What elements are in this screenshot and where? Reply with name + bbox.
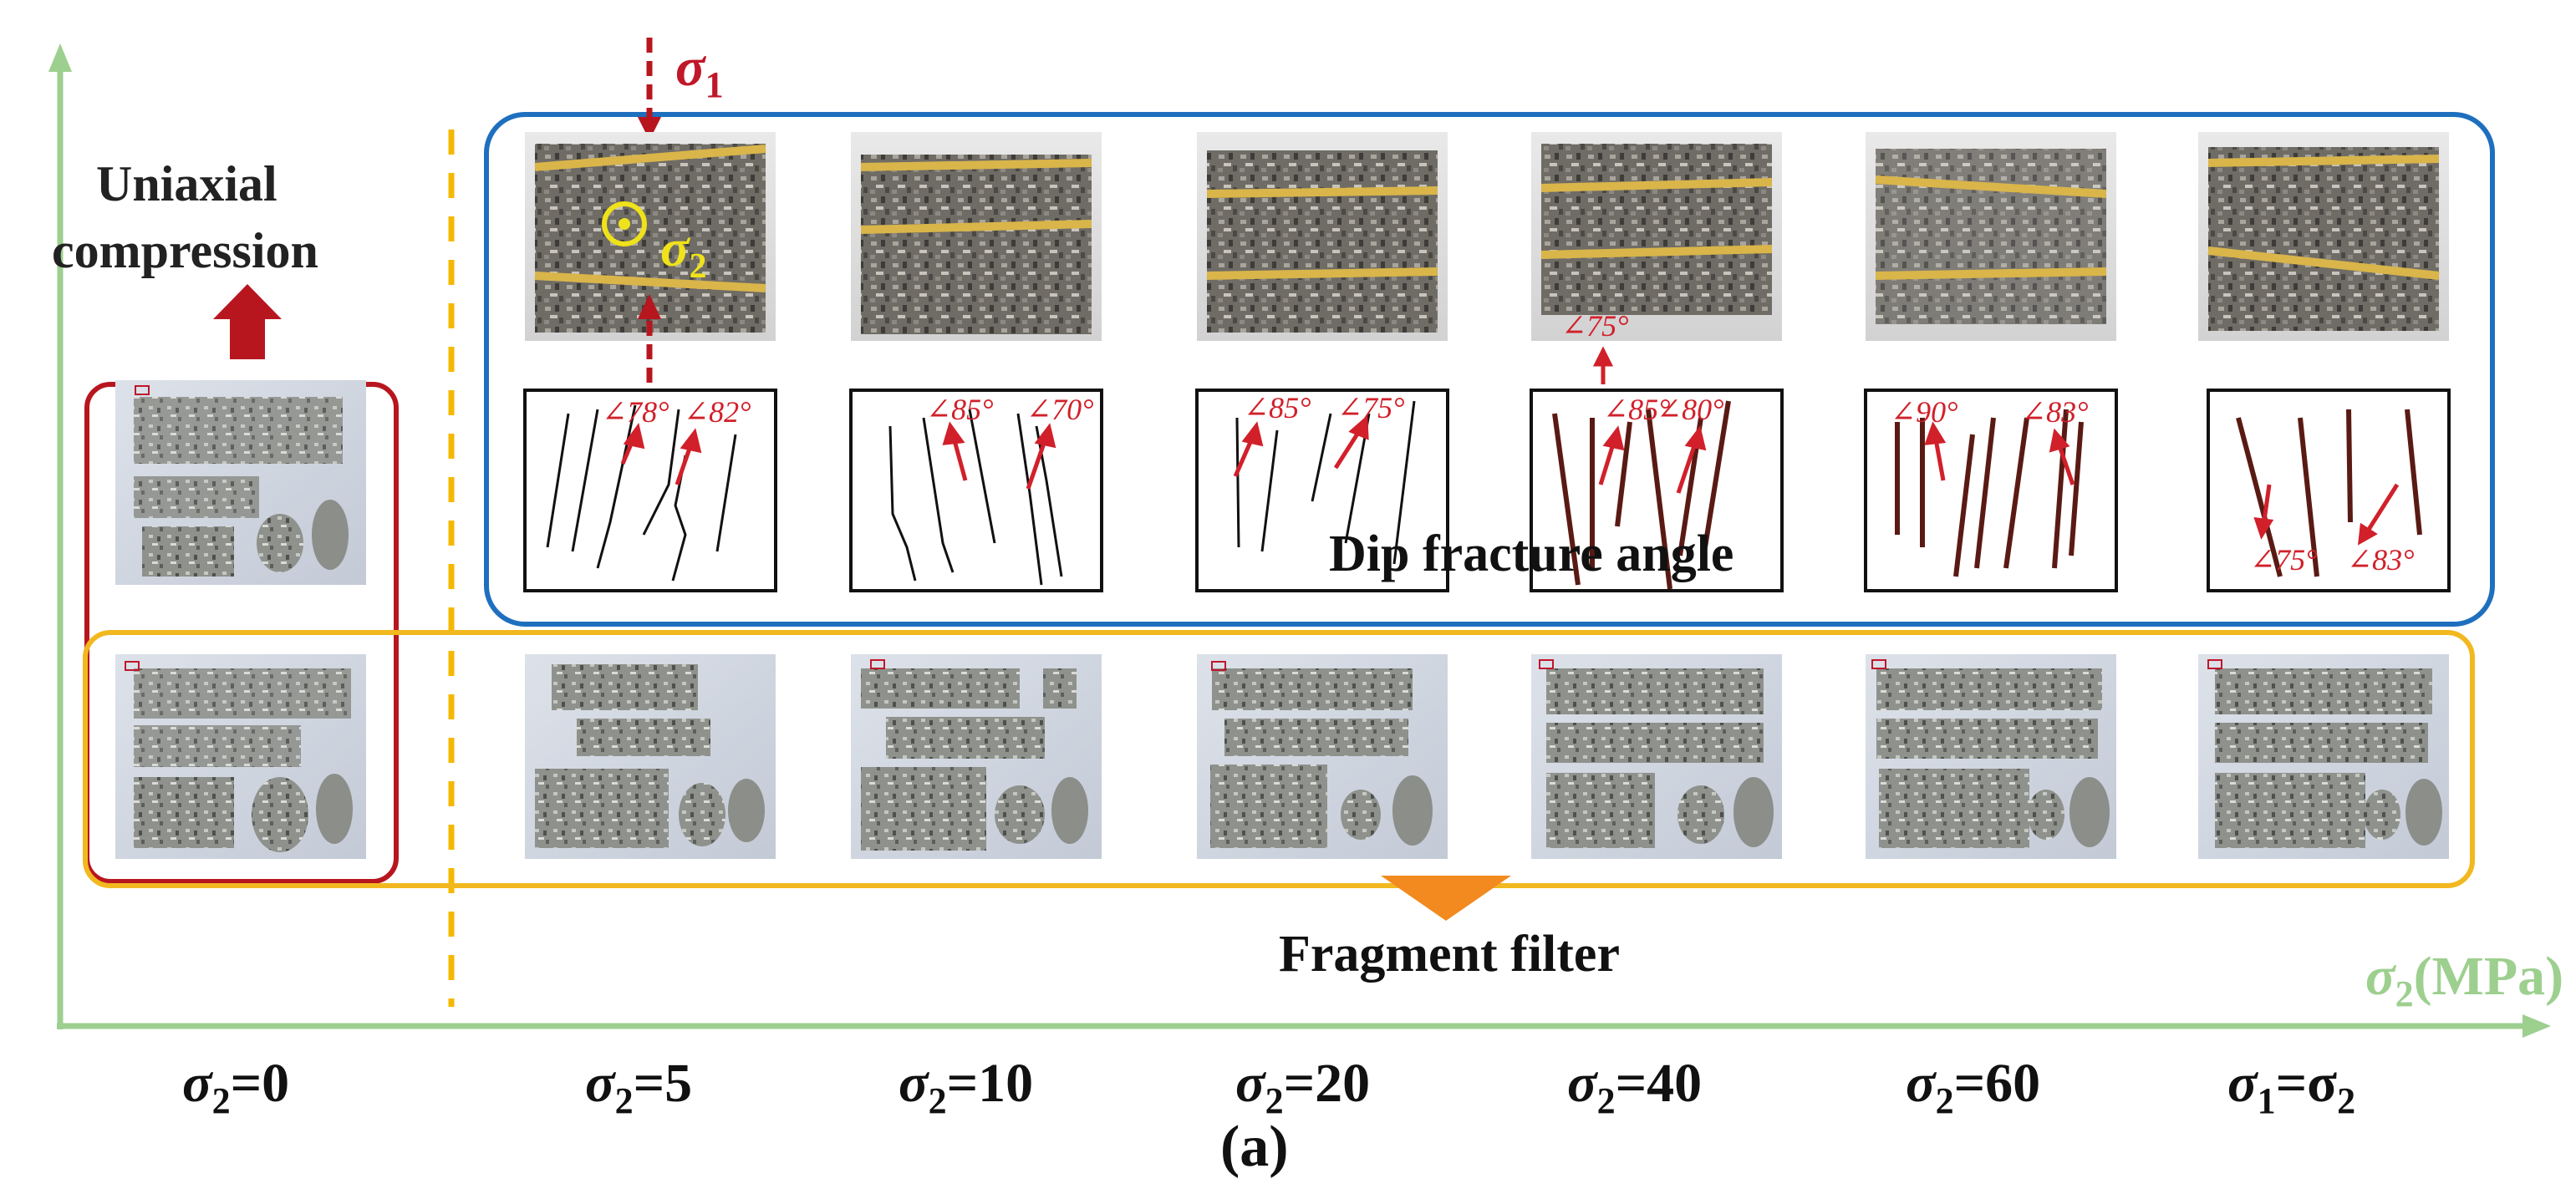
column-captions: σ2=0 σ2=5 σ2=10 σ2=20 σ2=40 σ2=60 σ1=σ2: [182, 1053, 2355, 1121]
sigma2-indicator: σ2: [602, 201, 707, 383]
fragment-photo-10: [851, 654, 1102, 859]
caption-c20: σ2=20: [1235, 1053, 1370, 1121]
angle-annotations: ∠78° ∠82° ∠85° ∠70° ∠85° ∠75° ∠75° ∠85° …: [602, 309, 2415, 577]
blue-frame-fracture: [484, 112, 2495, 627]
svg-text:∠75°: ∠75°: [2250, 543, 2318, 577]
specimen-photo-40: [1531, 132, 1782, 341]
svg-text:∠80°: ∠80°: [1657, 393, 1724, 426]
axes: [48, 43, 2551, 1038]
svg-text:∠83°: ∠83°: [2347, 543, 2415, 577]
svg-text:∠83°: ∠83°: [2021, 395, 2089, 429]
caption-c60: σ2=60: [1906, 1053, 2040, 1121]
specimen-photos: [525, 132, 2449, 341]
specimen-photo-eq: [2198, 132, 2449, 341]
dip-fracture-label: Dip fracture angle: [1329, 526, 1733, 582]
x-axis-label: σ2(MPa): [2365, 946, 2563, 1014]
specimen-photo-20: [1197, 132, 1448, 341]
uniaxial-photo-top: [115, 380, 366, 585]
svg-text:∠85°: ∠85°: [1244, 391, 1311, 424]
sigma1-indicator: σ1: [638, 37, 724, 140]
fragment-photo-60: [1866, 654, 2116, 859]
fragment-filter-arrow: [1381, 876, 1511, 921]
caption-c10: σ2=10: [899, 1053, 1033, 1121]
uniaxial-arrow: [213, 284, 282, 359]
svg-text:∠82°: ∠82°: [684, 395, 751, 429]
svg-text:σ1: σ1: [675, 37, 724, 105]
angle-arrows: [620, 346, 2400, 546]
svg-text:∠75°: ∠75°: [1337, 391, 1405, 424]
x-axis-arrowhead: [2523, 1014, 2551, 1038]
y-axis-arrowhead: [48, 43, 72, 72]
yellow-frame-fragments: [83, 630, 2475, 888]
fracture-sketches: [523, 389, 2451, 592]
fragment-photos: [525, 654, 2449, 859]
uniaxial-photo-bottom: [115, 654, 366, 859]
svg-text:∠85°: ∠85°: [1603, 393, 1671, 426]
uniaxial-photos: [115, 380, 366, 859]
caption-c40: σ2=40: [1567, 1053, 1702, 1121]
svg-text:∠75°: ∠75°: [1561, 309, 1629, 343]
caption-c5: σ2=5: [585, 1053, 692, 1121]
specimen-photo-60: [1866, 132, 2116, 341]
svg-text:∠90°: ∠90°: [1891, 395, 1958, 429]
uniaxial-label-line1: Uniaxial: [96, 156, 277, 211]
fragment-photo-20: [1197, 654, 1448, 859]
fragment-photo-40: [1531, 654, 1782, 859]
svg-text:∠85°: ∠85°: [926, 393, 994, 426]
specimen-photo-10: [851, 132, 1102, 341]
caption-ceq: σ1=σ2: [2227, 1053, 2355, 1121]
fragment-filter-label: Fragment filter: [1279, 926, 1620, 983]
uniaxial-label-line2: compression: [52, 223, 318, 278]
subfigure-label: (a): [1220, 1115, 1289, 1179]
svg-text:σ2: σ2: [660, 218, 707, 286]
svg-text:∠78°: ∠78°: [602, 395, 669, 429]
caption-c0: σ2=0: [182, 1053, 289, 1121]
fragment-photo-eq: [2198, 654, 2449, 859]
svg-text:∠70°: ∠70°: [1026, 393, 1094, 426]
fragment-photo-5: [525, 654, 776, 859]
